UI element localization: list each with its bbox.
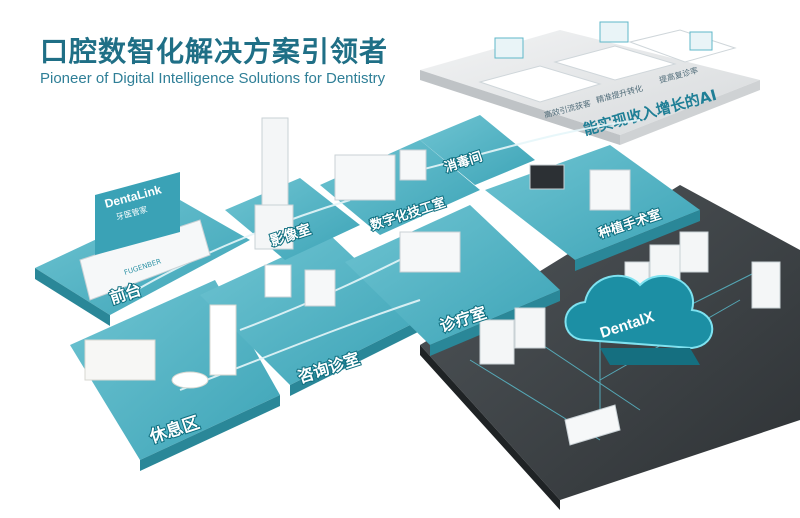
- dentalx-cloud-icon: [564, 274, 714, 365]
- subheadline: Pioneer of Digital Intelligence Solution…: [40, 70, 386, 87]
- ai-platform: [420, 21, 760, 145]
- equipment: [79, 117, 631, 389]
- headline: 口腔数智化解决方案引领者: [40, 35, 389, 68]
